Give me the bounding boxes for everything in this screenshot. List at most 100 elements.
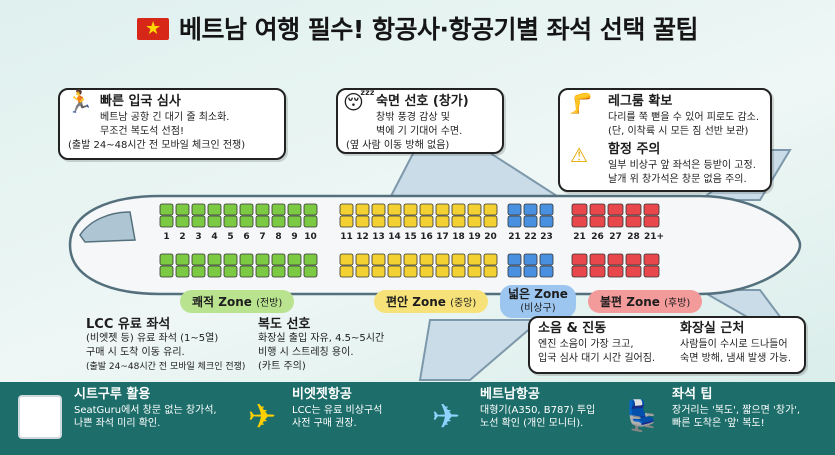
seat (625, 265, 642, 278)
seat (239, 215, 254, 228)
seat (371, 215, 386, 228)
callout-fast-exit: 빠른 입국 심사 베트남 공항 긴 대기 줄 최소화. 무조건 복도석 선점! … (58, 88, 286, 160)
seat (589, 203, 606, 216)
seat-number: 21+ (644, 232, 665, 242)
seat (507, 215, 522, 228)
seat (175, 215, 190, 228)
note-lcc: LCC 유료 좌석 (비엣젯 등) 유료 좌석 (1~5열) 구매 시 도착 이… (86, 317, 246, 373)
seat (223, 203, 238, 216)
seat (255, 265, 270, 278)
seat (387, 215, 402, 228)
seat (467, 215, 482, 228)
seat (523, 215, 538, 228)
seat-icon: 💺 (623, 399, 661, 434)
note-noise: 소음 & 진동 엔진 소음이 가장 크고, 입국 심사 대기 시간 길어짐. (538, 321, 656, 365)
seat-number: 8 (275, 232, 282, 242)
seat (207, 215, 222, 228)
seat (451, 215, 466, 228)
seat (483, 203, 498, 216)
seat (483, 215, 498, 228)
seat-number: 17 (436, 232, 449, 242)
seat (287, 253, 302, 266)
seat (507, 203, 522, 216)
seat (539, 203, 554, 216)
callout-sleep: 숙면 선호 (창가) 창밖 풍경 감상 및 벽에 기 기대어 수면. (옆 사람… (336, 88, 504, 154)
seat-number: 16 (420, 232, 433, 242)
seat (159, 265, 174, 278)
running-person-icon: 🏃 (66, 90, 94, 115)
note-aisle: 복도 선호 화장실 출입 자유, 4.5~5시간 비행 시 스트레칭 용이. (… (258, 317, 385, 373)
seat (159, 253, 174, 266)
seat (239, 253, 254, 266)
seat-number: 22 (524, 232, 537, 242)
seat-number: 7 (259, 232, 266, 242)
seat (607, 215, 624, 228)
seat (403, 265, 418, 278)
seat (303, 203, 318, 216)
seat-number: 10 (304, 232, 317, 242)
callout-rear: 소음 & 진동 엔진 소음이 가장 크고, 입국 심사 대기 시간 길어짐. 화… (528, 316, 806, 374)
zone-wide: 넓은 Zone(비상구) (500, 285, 576, 318)
seat (371, 265, 386, 278)
seat (467, 203, 482, 216)
zone-discomfort: 불편 Zone (후방) (588, 290, 703, 313)
seat (435, 253, 450, 266)
seat (643, 215, 660, 228)
sleeping-person-icon: 😴 (343, 90, 376, 114)
seat (523, 253, 538, 266)
seat (255, 215, 270, 228)
seat (539, 265, 554, 278)
seat (223, 265, 238, 278)
seat (355, 265, 370, 278)
seat-number: 4 (211, 232, 218, 242)
tip-vietnam-airlines: 베트남항공 대형기(A350, B787) 투입 노선 확인 (개인 모니터). (480, 387, 596, 429)
seat-number: 21 (573, 232, 586, 242)
legs-icon: 🦵 (568, 91, 593, 115)
seat (287, 203, 302, 216)
seat (191, 265, 206, 278)
seat (303, 265, 318, 278)
warning-icon: ⚠ (570, 143, 588, 167)
seat (303, 215, 318, 228)
seat (403, 253, 418, 266)
seat (207, 253, 222, 266)
seat (507, 265, 522, 278)
seat (643, 203, 660, 216)
zone-comfort: 쾌적 Zone (전방) (180, 290, 295, 313)
seat (435, 265, 450, 278)
seat (287, 215, 302, 228)
seat (303, 253, 318, 266)
seat (589, 265, 606, 278)
seat (643, 265, 660, 278)
seat-number: 26 (591, 232, 604, 242)
seat (223, 215, 238, 228)
lower-wing (418, 319, 543, 381)
seat (339, 265, 354, 278)
seat (355, 215, 370, 228)
seat-number: 21 (508, 232, 521, 242)
seat (539, 253, 554, 266)
seat (239, 203, 254, 216)
seat (419, 215, 434, 228)
seat (467, 265, 482, 278)
seat (643, 253, 660, 266)
vietnam-airlines-icon: ✈ (431, 397, 461, 437)
seat (403, 203, 418, 216)
seat (507, 253, 522, 266)
seat (387, 265, 402, 278)
seat-number: 6 (243, 232, 250, 242)
seat (483, 253, 498, 266)
seat (371, 203, 386, 216)
seat (387, 253, 402, 266)
seat (371, 253, 386, 266)
tip-seat: 좌석 팁 장거리는 '복도', 짧으면 '창가', 빠른 도착은 '앞' 복도! (672, 387, 801, 429)
seat (355, 203, 370, 216)
seat (191, 215, 206, 228)
seat-number: 9 (291, 232, 298, 242)
seat-number: 3 (195, 232, 202, 242)
seat (483, 265, 498, 278)
seat (403, 215, 418, 228)
seat-number: 5 (227, 232, 234, 242)
bottom-tips-bar (0, 382, 835, 455)
